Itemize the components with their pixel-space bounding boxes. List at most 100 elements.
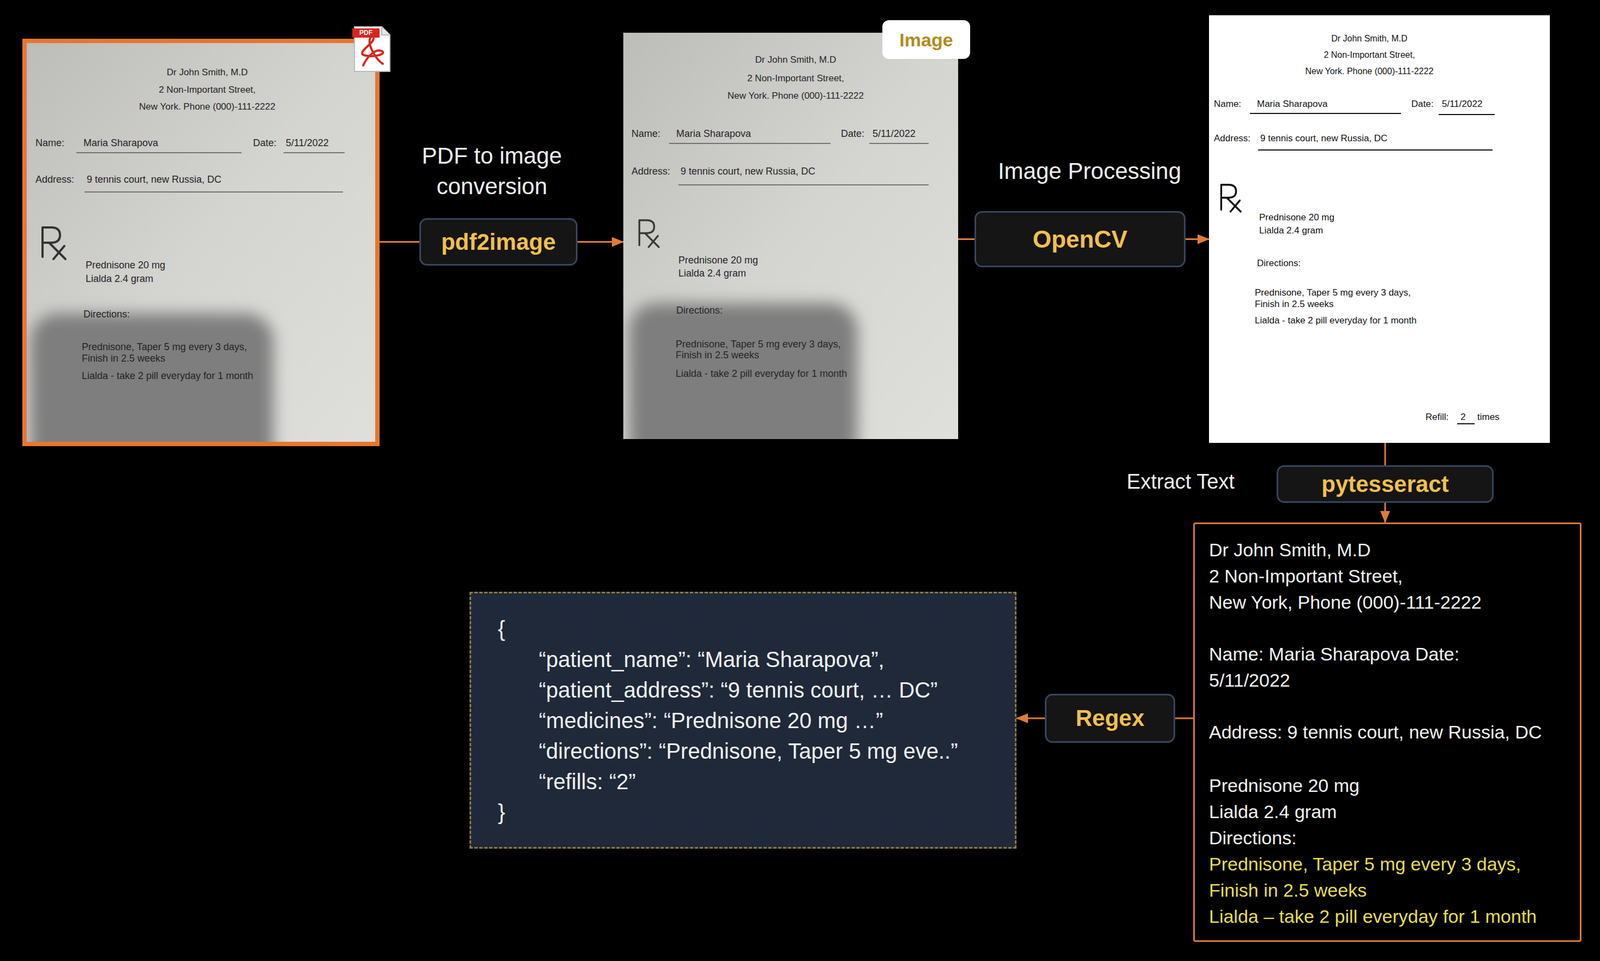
image-tag: Image [882,20,971,59]
box-text: Image [899,28,953,51]
text-holder: Maria Sharapova [83,137,159,149]
text-holder: Prednisone, Taper 5 mg every 3 days, [675,338,841,350]
box-text: pdf2image [441,228,556,256]
text-holder: Finish in 2.5 weeks [1254,298,1334,310]
text-holder: 9 tennis court, new Russia, DC [86,173,222,185]
text-holder: Lialda 2.4 gram [678,267,747,279]
document-text: Prednisone 20 mg [678,254,759,266]
text-holder: Date: [840,128,865,140]
ocr-line: Address: 9 tennis court, new Russia, DC [1208,718,1542,745]
ocr-line: 2 Non-Important Street, [1208,562,1403,589]
text-holder: 5/11/2022 [872,128,916,140]
text-holder: Name: [631,128,661,140]
flow-arrow [1016,717,1045,720]
ocr-line: Prednisone 20 mg [1208,772,1360,799]
document-text: Lialda - take 2 pill everyday for 1 mont… [81,370,254,382]
pdf-document: Dr John Smith, M.D 2 Non-Important Street… [22,38,380,447]
document-text: Lialda 2.4 gram [85,273,154,285]
flow-arrow [1185,238,1209,240]
document-text: Prednisone 20 mg [1259,212,1335,224]
text-holder: Date: [1411,98,1434,110]
process-box: OpenCV [974,211,1186,268]
ocr-line: New York, Phone (000)-111-2222 [1208,588,1482,616]
document-text: Lialda 2.4 gram [678,267,747,279]
text-holder: Lialda - take 2 pill everyday for 1 mont… [1254,315,1417,327]
document-text: New York. Phone (000)-111-2222 [139,101,276,113]
box-text: OpenCV [1032,225,1128,254]
document-text: Finish in 2.5 weeks [81,352,166,364]
document-text: Prednisone, Taper 5 mg every 3 days, [1254,287,1411,299]
document-text: New York. Phone (000)-111-2222 [727,90,864,102]
text-holder: New York. Phone (000)-111-2222 [727,90,864,102]
text-holder: Lialda 2.4 gram [1259,225,1323,237]
text-holder: times [1477,411,1500,423]
text-holder: Finish in 2.5 weeks [81,352,166,364]
photo-document [22,38,380,447]
text-holder: Prednisone 20 mg [678,254,759,266]
text-holder: Finish in 2.5 weeks [675,349,760,361]
document-text: Dr John Smith, M.D [166,67,248,78]
step-label: Extract Text [1104,466,1257,497]
text-holder: 5/11/2022 [285,137,329,149]
icon-label: PDF [352,28,380,38]
text-holder: Address: [631,165,671,177]
document-text: 2 Non-Important Street, [1323,49,1415,61]
document-text: 5/11/2022 [872,128,916,140]
text-holder: 2 Non-Important Street, [1323,49,1415,61]
document-text: 5/11/2022 [1441,98,1483,110]
text-holder: 9 tennis court, new Russia, DC [1260,133,1388,144]
form-underlines [1249,113,1495,424]
document-text: Prednisone, Taper 5 mg every 3 days, [675,338,841,350]
document-text: Lialda - take 2 pill everyday for 1 mont… [1254,315,1417,327]
document-text: Finish in 2.5 weeks [675,349,760,361]
document-text: Directions: [676,304,723,316]
json-line: { [497,613,505,645]
json-output-box: {“patient_name”: “Maria Sharapova”,“pati… [469,591,1017,849]
text-holder: Dr John Smith, M.D [1331,33,1408,45]
flow-arrow [577,241,624,243]
text-holder: Name: [35,137,65,149]
document-text: Address: [35,173,75,185]
document-text: Maria Sharapova [1256,98,1328,110]
text-holder: Refill: [1425,411,1449,423]
document-text: 9 tennis court, new Russia, DC [680,165,816,177]
ocr-line: Prednisone, Taper 5 mg every 3 days, [1208,850,1521,877]
flow-arrow [1384,442,1387,466]
document-text: Directions: [83,308,130,320]
photo-image [623,32,959,439]
process-box: pdf2image [419,218,578,266]
pdf-frame [24,40,378,444]
document-text: Date: [840,128,865,140]
text-holder: Directions: [83,308,130,320]
document-text: Name: [631,128,661,140]
document-text: Dr John Smith, M.D [755,54,836,66]
rx-symbol [42,227,66,260]
ocr-line: Directions: [1208,824,1297,851]
document-text: 9 tennis court, new Russia, DC [86,173,222,185]
text-holder: 5/11/2022 [1441,98,1483,110]
text-holder: Prednisone 20 mg [1259,212,1335,224]
process-box: pytesseract [1276,465,1494,503]
text-holder: 2 Non-Important Street, [158,84,256,96]
flow-arrow [379,241,420,243]
document-text: Lialda 2.4 gram [1259,225,1323,237]
document-text: Name: [1213,98,1242,110]
text-holder: 2 [1460,411,1466,423]
document-text: Date: [253,137,277,149]
text-holder: Prednisone 20 mg [85,259,166,271]
text-holder: Address: [1213,133,1251,144]
json-line: “refills: “2” [538,766,636,797]
json-line: “directions”: “Prednisone, Taper 5 mg ev… [538,735,959,767]
text-holder: Directions: [1256,257,1301,269]
document-text: Address: [631,165,671,177]
document-text: Prednisone, Taper 5 mg every 3 days, [81,341,248,353]
text-holder: New York. Phone (000)-111-2222 [1304,65,1434,77]
document-text: Directions: [1256,257,1301,269]
document-text: Name: [35,137,65,149]
text-holder: Maria Sharapova [676,128,751,140]
document-text: 2 Non-Important Street, [747,73,845,84]
document-text: Maria Sharapova [83,137,159,149]
ocr-line: Dr John Smith, M.D [1208,536,1371,563]
